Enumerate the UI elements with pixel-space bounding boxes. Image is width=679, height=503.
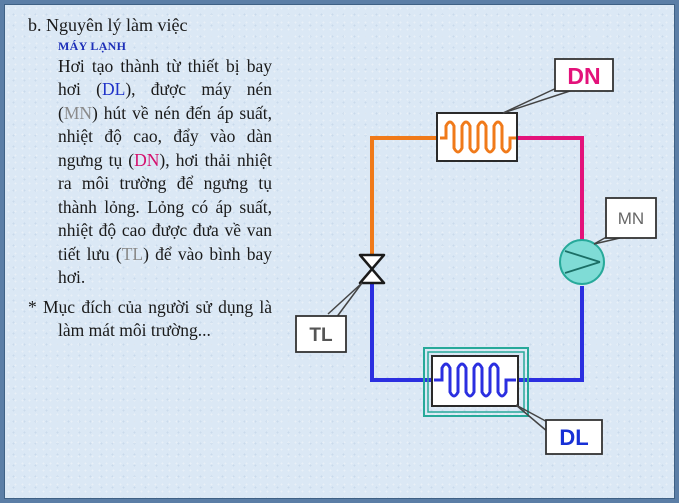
condenser-coil-icon	[440, 120, 516, 154]
callout-dl: DL	[515, 404, 603, 455]
body-text-1: Hơi tạo thành từ thiết bị bay hơi (	[58, 55, 272, 100]
compressor-label: MN	[618, 209, 644, 228]
evaporator-label: DL	[559, 425, 588, 450]
pipe-blue-left	[370, 279, 434, 382]
body-text-5: ) để vào bình bay hơi.	[58, 243, 273, 288]
callout-dn: DN	[502, 58, 614, 114]
section-heading: b. Nguyên lý làm việc	[28, 15, 188, 35]
term-dn: DN	[134, 149, 160, 170]
body-text-2: ), được máy nén (	[58, 79, 273, 123]
pipe-orange	[370, 136, 438, 259]
expansion-valve-icon	[358, 253, 386, 285]
condenser-label: DN	[567, 63, 600, 89]
body-text-3: ) hút về nén đến áp suất, nhiệt độ cao, …	[58, 102, 272, 170]
evaporator-coil-icon	[434, 362, 516, 398]
purpose-paragraph: * Mục đích của người sử dụng là làm mát …	[28, 296, 272, 341]
pipes	[370, 136, 584, 382]
valve-label: TL	[309, 325, 333, 346]
section-subheading: MÁY LẠNH	[58, 38, 127, 53]
principle-paragraph: Hơi tạo thành từ thiết bị bay hơi (DL), …	[58, 55, 272, 290]
evaporator-unit	[423, 347, 529, 417]
term-tl: TL	[121, 243, 144, 264]
compressor-icon	[559, 239, 605, 285]
callout-mn: MN	[593, 197, 657, 245]
term-mn: MN	[63, 102, 93, 123]
callout-tl: TL	[295, 282, 363, 353]
pipe-pink	[516, 136, 584, 240]
pipe-blue-right	[516, 286, 584, 382]
body-text-4: ), hơi thải nhiệt ra môi trường để ngưng…	[58, 149, 272, 264]
term-dl: DL	[101, 79, 126, 99]
text-panel: b. Nguyên lý làm việc MÁY LẠNH Hơi tạo t…	[28, 14, 272, 343]
condenser-unit	[436, 112, 518, 162]
